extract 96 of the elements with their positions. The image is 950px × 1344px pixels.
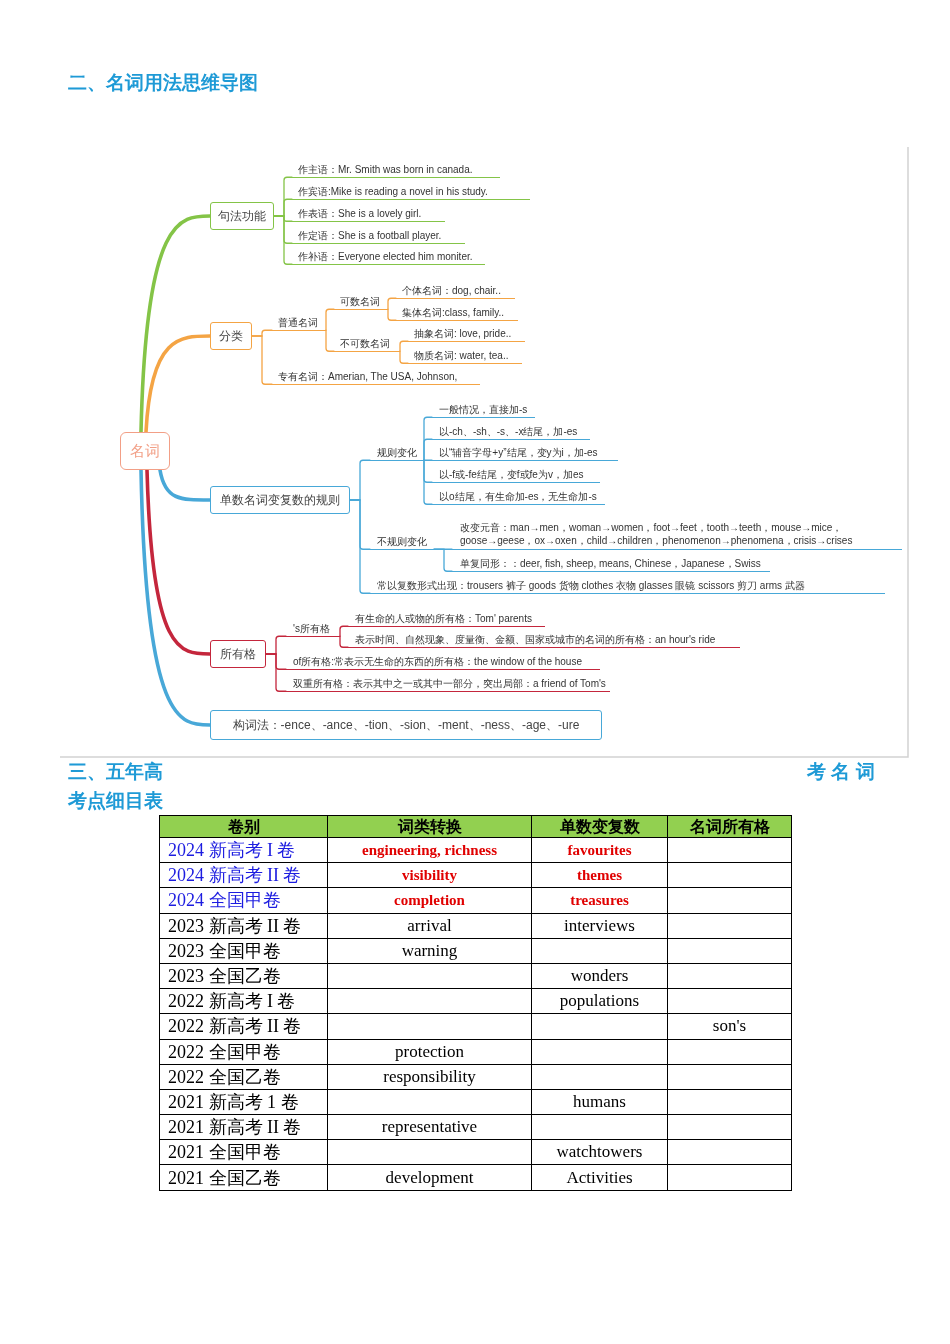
- table-cell: development: [327, 1164, 532, 1191]
- subtopic-label: 作定语：She is a football player.: [292, 230, 465, 244]
- subtopic-label: 物质名词: water, tea..: [408, 350, 522, 364]
- table-cell: 2024 新高考 I 卷: [159, 837, 328, 863]
- subtopic-label: 以-ch、-sh、-s、-x结尾，加-es: [432, 426, 590, 440]
- subtopic-label: 作宾语:Mike is reading a novel in his study.: [292, 186, 530, 200]
- section-heading: 考 名 词: [807, 760, 875, 784]
- connector-line: [433, 548, 453, 572]
- table-cell: representative: [327, 1114, 532, 1140]
- subtopic-label: 不可数名词: [334, 338, 400, 352]
- table-cell: 2021 新高考 II 卷: [159, 1114, 328, 1140]
- connector-line: [158, 468, 212, 502]
- table-cell: protection: [327, 1039, 532, 1065]
- table-cell: 2022 全国乙卷: [159, 1064, 328, 1090]
- subtopic-label: 有生命的人或物的所有格：Tom' parents: [348, 613, 545, 627]
- subtopic-label: 单复同形：：deer, fish, sheep, means, Chinese，Japanese，Swiss: [452, 558, 770, 572]
- table-cell: treasures: [531, 887, 668, 914]
- table-cell: completion: [327, 887, 532, 914]
- table-cell: interviews: [531, 913, 668, 939]
- connector-line: [387, 308, 397, 321]
- table-cell: themes: [531, 862, 668, 888]
- subtopic-label: 作主语：Mr. Smith was born in canada.: [292, 164, 500, 178]
- subtopic-label: 个体名词：dog, chair..: [396, 285, 515, 299]
- table-cell: Activities: [531, 1164, 668, 1191]
- connector-line: [423, 438, 433, 461]
- connector-line: [273, 215, 293, 265]
- subtopic-label: 双重所有格：表示其中之一或其中一部分，突出局部：a friend of Tom's: [286, 678, 610, 692]
- topic-box: 构词法：-ence、-ance、-tion、-sion、-ment、-ness、-age、-ure: [210, 710, 602, 740]
- connector-line: [325, 308, 335, 331]
- connector-line: [139, 468, 212, 727]
- subtopic-label: 常以复数形式出现：trousers 裤子 goods 货物 clothes 衣物 glasses 眼镜 scissors 剪刀 arms 武器: [370, 580, 885, 594]
- table-cell: wonders: [531, 963, 668, 989]
- table-cell: 2022 新高考 I 卷: [159, 988, 328, 1014]
- subtopic-label: 's所有格: [286, 623, 340, 637]
- subtopic-label: 作补语：Everyone elected him moniter.: [292, 251, 485, 265]
- section-heading: 二、名词用法思维导图: [68, 71, 258, 95]
- connector-line: [399, 350, 409, 364]
- connector-line: [399, 340, 409, 352]
- table-cell: watchtowers: [531, 1139, 668, 1165]
- subtopic-label: 以-f或-fe结尾，变f或fe为v，加es: [432, 469, 600, 483]
- subtopic-label: 集体名词:class, family..: [396, 307, 518, 321]
- table-cell: 2024 全国甲卷: [159, 887, 328, 914]
- connector-line: [251, 335, 273, 385]
- table-cell: 2022 全国甲卷: [159, 1039, 328, 1065]
- header-cell: 词类转换: [327, 815, 532, 838]
- connector-line: [349, 499, 371, 594]
- table-cell: 2023 新高考 II 卷: [159, 913, 328, 939]
- subtopic-label: 可数名词: [334, 296, 388, 310]
- table-cell: visibility: [327, 862, 532, 888]
- connector-line: [423, 459, 433, 461]
- topic-box: 分类: [210, 322, 252, 350]
- table-cell: warning: [327, 938, 532, 964]
- table-cell: 2023 全国甲卷: [159, 938, 328, 964]
- table-cell: populations: [531, 988, 668, 1014]
- subtopic-label: 一般情况，直接加-s: [432, 404, 535, 418]
- connector-line: [339, 625, 349, 637]
- connector-line: [325, 329, 335, 352]
- subtopic-label: 抽象名词: love, pride..: [408, 328, 525, 342]
- header-cell: 名词所有格: [667, 815, 792, 838]
- connector-line: [265, 653, 287, 692]
- subtopic-label: 规则变化: [370, 447, 424, 461]
- connector-line: [423, 459, 433, 505]
- section-heading: 考点细目表: [68, 789, 163, 813]
- subtopic-label: 以“辅音字母+y”结尾，变y为i，加-es: [432, 447, 618, 461]
- topic-box: 所有格: [210, 640, 266, 668]
- table-cell: 2024 新高考 II 卷: [159, 862, 328, 888]
- table-cell: 2022 新高考 II 卷: [159, 1013, 328, 1039]
- table-cell: son's: [667, 1013, 792, 1039]
- connector-line: [145, 468, 212, 656]
- table-cell: arrival: [327, 913, 532, 939]
- table-cell: humans: [531, 1089, 668, 1115]
- subtopic-label: 不规则变化: [370, 536, 434, 550]
- topic-box: 单数名词变复数的规则: [210, 486, 350, 514]
- table-cell: 2021 全国乙卷: [159, 1164, 328, 1191]
- connector-line: [139, 214, 212, 434]
- table-cell: 2021 全国甲卷: [159, 1139, 328, 1165]
- subtopic-label: 作表语：She is a lovely girl.: [292, 208, 445, 222]
- table-cell: 2023 全国乙卷: [159, 963, 328, 989]
- central-topic-box: 名词: [120, 432, 170, 470]
- subtopic-label: 普通名词: [272, 317, 326, 331]
- header-cell: 单数变复数: [531, 815, 668, 838]
- table-cell: responsibility: [327, 1064, 532, 1090]
- subtopic-label: 专有名词：Amerian, The USA, Johnson,: [272, 371, 480, 385]
- connector-line: [387, 297, 397, 310]
- table-cell: engineering, richness: [327, 837, 532, 863]
- subtopic-label: of所有格:常表示无生命的东西的所有格：the window of the house: [286, 656, 600, 670]
- subtopic-label: 改变元音：man→men，woman→women，foot→feet，tooth→teeth，mouse→mice，goose→geese，ox→oxen，child→children，phenomenon→phenomena，crisis→crises: [452, 521, 902, 550]
- section-heading: 三、五年高: [68, 760, 163, 784]
- header-cell: 卷别: [159, 815, 328, 838]
- connector-line: [144, 334, 212, 434]
- table-cell: 2021 新高考 1 卷: [159, 1089, 328, 1115]
- table-cell: favourites: [531, 837, 668, 863]
- subtopic-label: 以o结尾，有生命加-es，无生命加-s: [432, 491, 605, 505]
- subtopic-label: 表示时间、自然现象、度量衡、金额、国家或城市的名词的所有格：an hour's ride: [348, 634, 740, 648]
- connector-line: [339, 635, 349, 648]
- topic-box: 句法功能: [210, 202, 274, 230]
